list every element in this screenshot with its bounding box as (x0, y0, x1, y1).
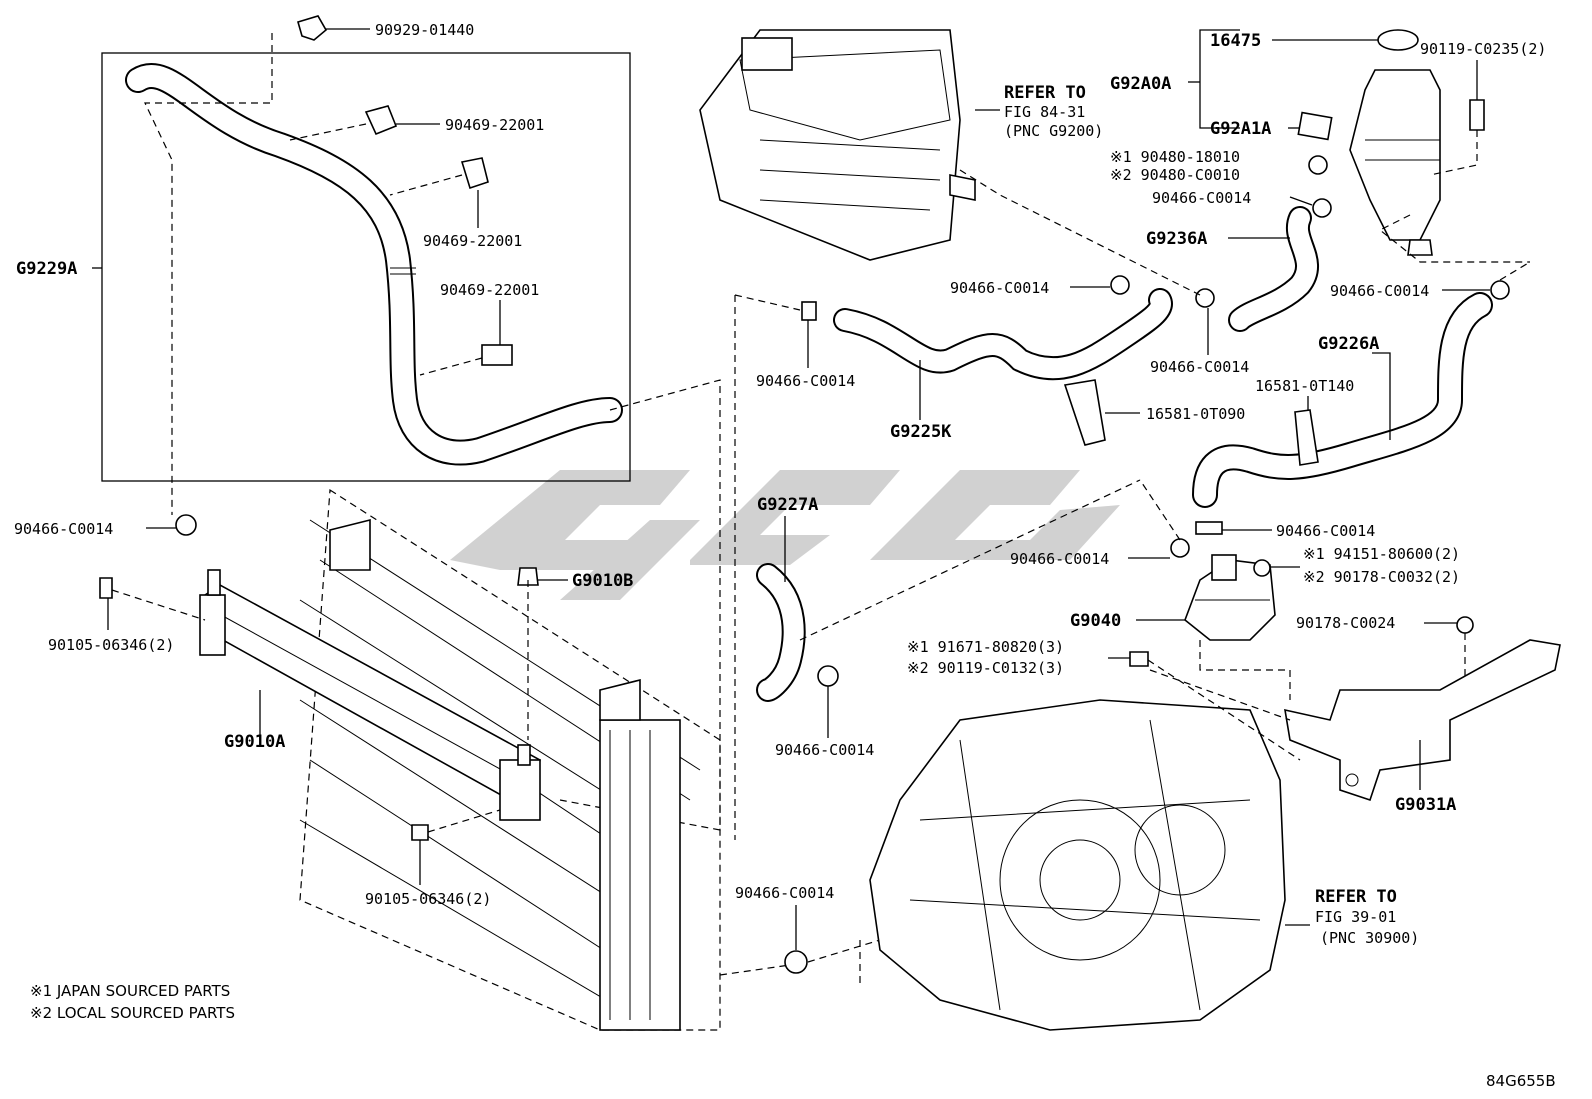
label-90105-a: 90105-06346(2) (48, 636, 174, 654)
label-16581-0t090: 16581-0T090 (1146, 405, 1245, 423)
clamp-g9225-b-icon (1110, 275, 1130, 295)
hose-g9227a (756, 563, 806, 702)
label-16475: 16475 (1210, 31, 1261, 51)
hose-g9229a (125, 63, 623, 466)
label-g92a0a: G92A0A (1110, 74, 1171, 94)
label-clamp-g9225-b: 90466-C0014 (950, 279, 1049, 297)
label-90178-c0024: 90178-C0024 (1296, 614, 1395, 632)
label-g9236a: G9236A (1146, 229, 1207, 249)
refer-2-line1: REFER TO (1315, 887, 1397, 907)
label-g9226a: G9226A (1318, 334, 1379, 354)
transaxle-assembly (869, 699, 1286, 1031)
label-clamp-g9227: 90466-C0014 (775, 741, 874, 759)
label-90469-a: 90469-22001 (445, 116, 544, 134)
bolt-90119-c0235-icon (1469, 99, 1485, 131)
label-g9229a: G9229A (16, 259, 77, 279)
reservoir-tank (1349, 29, 1441, 256)
inverter-unit (699, 29, 976, 261)
radiator-assembly (299, 488, 721, 1031)
clip-90469-a-icon (364, 105, 398, 136)
label-g9010a: G9010A (224, 732, 285, 752)
label-90480-18010: ※1 90480-18010 (1110, 148, 1240, 166)
grommet-icon (1308, 155, 1328, 175)
label-plate-icon (1297, 111, 1333, 141)
bracket-16581-0t090-icon (1063, 379, 1106, 446)
label-90929-01440: 90929-01440 (375, 21, 474, 39)
note-japan-sourced: ※1 JAPAN SOURCED PARTS (30, 982, 230, 1000)
label-91671-80820: ※1 91671-80820(3) (907, 638, 1064, 656)
clamp-bottom-icon (784, 950, 808, 974)
bolt-94151-icon (1253, 559, 1271, 577)
refer-2-line3: (PNC 30900) (1320, 929, 1419, 947)
label-g9040: G9040 (1070, 611, 1121, 631)
clamp-g9236-icon (1195, 288, 1215, 308)
label-clamp-pump-a: 90466-C0014 (1276, 522, 1375, 540)
label-clamp-g9236: 90466-C0014 (1150, 358, 1249, 376)
hose-g9236a (1228, 206, 1319, 332)
label-g9227a: G9227A (757, 495, 818, 515)
watermark-logo (450, 470, 1120, 600)
label-g9225k: G9225K (890, 422, 952, 442)
clamp-tank-icon (1312, 198, 1332, 218)
clamp-g9225-a-icon (801, 301, 817, 321)
label-clamp-pump-b: 90466-C0014 (1010, 550, 1109, 568)
label-clamp-bottom: 90466-C0014 (735, 884, 834, 902)
label-clamp-g9225-a: 90466-C0014 (756, 372, 855, 390)
label-90105-b: 90105-06346(2) (365, 890, 491, 908)
hose-g9226a (1192, 292, 1493, 508)
label-g92a1a: G92A1A (1210, 119, 1271, 139)
refer-2-line2: FIG 39-01 (1315, 908, 1396, 926)
label-clamp-tank: 90466-C0014 (1152, 189, 1251, 207)
clip-90469-b-icon (460, 157, 489, 190)
cap-g9010b-icon (517, 567, 539, 586)
clamp-left-icon (175, 514, 197, 536)
refer-1-line1: REFER TO (1004, 83, 1086, 103)
cooler-g9010a (199, 569, 541, 821)
water-pump-g9040 (1184, 554, 1276, 641)
hose-g9225k (833, 288, 1173, 381)
bracket-16581-0t140-icon (1294, 409, 1319, 466)
hose-kit-box (101, 52, 631, 482)
figure-code: 84G655B (1486, 1072, 1556, 1090)
clamp-pump-b-icon (1170, 538, 1190, 558)
label-90119-c0132: ※2 90119-C0132(3) (907, 659, 1064, 677)
clip-90929-icon (297, 15, 328, 41)
bracket-g9031a (1284, 639, 1561, 802)
note-local-sourced: ※2 LOCAL SOURCED PARTS (30, 1004, 235, 1022)
refer-1-line3: (PNC G9200) (1004, 122, 1103, 140)
label-90469-c: 90469-22001 (440, 281, 539, 299)
label-clamp-right: 90466-C0014 (1330, 282, 1429, 300)
label-g9031a: G9031A (1395, 795, 1456, 815)
label-90178-c0032: ※2 90178-C0032(2) (1303, 568, 1460, 586)
label-90469-b: 90469-22001 (423, 232, 522, 250)
clamp-g9227-icon (817, 665, 839, 687)
bolt-91671-icon (1129, 651, 1149, 667)
label-94151-80600: ※1 94151-80600(2) (1303, 545, 1460, 563)
label-g9010b: G9010B (572, 571, 633, 591)
bolt-90178-c0024-icon (1456, 616, 1474, 634)
label-90480-c0010: ※2 90480-C0010 (1110, 166, 1240, 184)
clamp-pump-a-icon (1195, 521, 1223, 535)
refer-1-line2: FIG 84-31 (1004, 103, 1085, 121)
bolt-90105-a-icon (99, 577, 113, 599)
label-clamp-left: 90466-C0014 (14, 520, 113, 538)
label-90119-c0235: 90119-C0235(2) (1420, 40, 1546, 58)
clamp-right-icon (1490, 280, 1510, 300)
clip-90469-c-icon (481, 344, 513, 366)
label-16581-0t140: 16581-0T140 (1255, 377, 1354, 395)
bolt-90105-b-icon (411, 824, 429, 841)
